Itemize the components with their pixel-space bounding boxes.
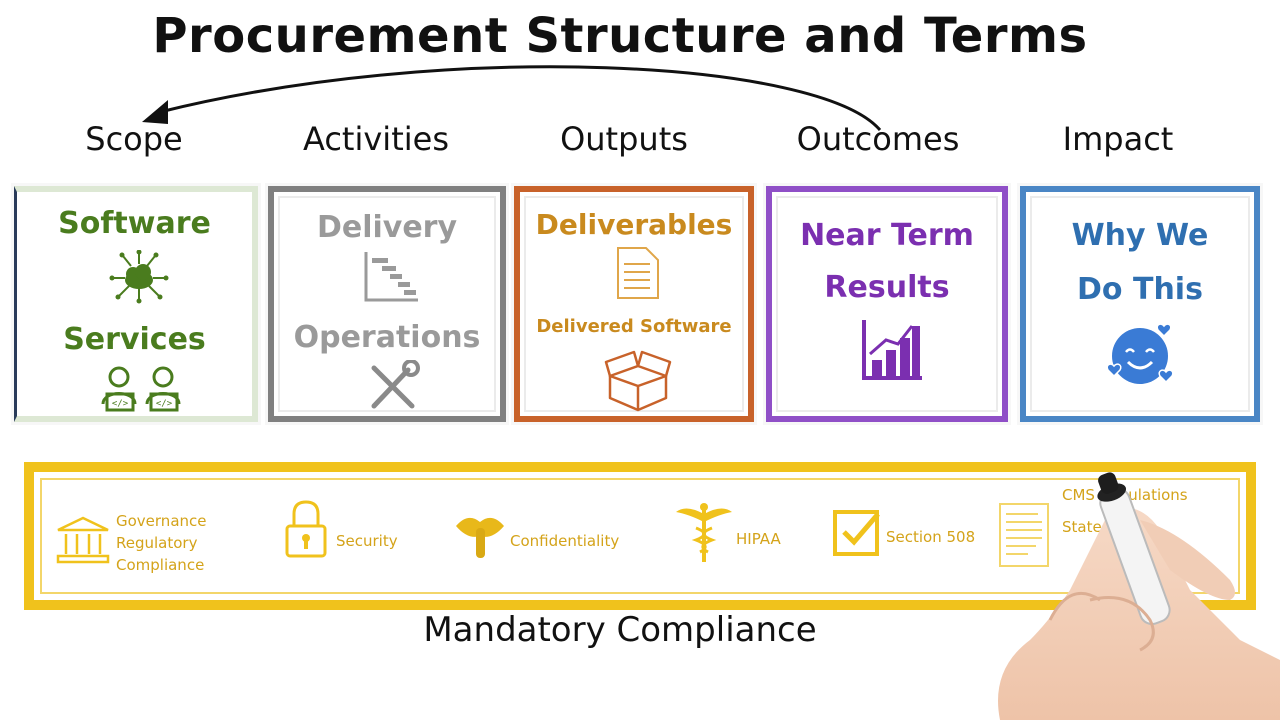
padlock-icon: [285, 500, 327, 558]
state-text: State: [1062, 518, 1102, 536]
scope-box: Software Services </> </>: [14, 186, 258, 422]
gantt-chart-icon: [364, 252, 418, 302]
footer-label: Mandatory Compliance: [423, 610, 817, 650]
developers-icon: </> </>: [101, 366, 181, 412]
hand-with-marker-icon: [998, 472, 1280, 720]
activities-operations-label: Operations: [293, 320, 481, 355]
outcomes-near-term-label: Near Term: [800, 218, 974, 253]
outcomes-box: Near Term Results: [766, 186, 1008, 422]
header-outcomes: Outcomes: [796, 120, 960, 158]
hipaa-text: HIPAA: [736, 530, 781, 548]
impact-box: Why We Do This: [1020, 186, 1260, 422]
curved-arrow: [142, 65, 882, 131]
caduceus-icon: [676, 503, 732, 562]
bank-building-icon: [56, 516, 110, 564]
section-508-text: Section 508: [886, 528, 976, 546]
bar-chart-icon: [862, 320, 922, 380]
column-headers: Scope Activities Outputs Outcomes Impact: [0, 120, 1280, 170]
security-text: Security: [336, 532, 398, 550]
open-box-icon: [604, 350, 672, 412]
outputs-deliverables-label: Deliverables: [535, 208, 733, 241]
impact-do-this-label: Do This: [1077, 272, 1203, 307]
header-scope: Scope: [85, 120, 183, 158]
header-activities: Activities: [303, 120, 449, 158]
smiling-face-hearts-icon: [1106, 323, 1174, 384]
state-document-icon: [999, 503, 1049, 567]
scope-services-label: Services: [63, 322, 206, 357]
header-outputs: Outputs: [560, 120, 688, 158]
header-impact: Impact: [1062, 120, 1174, 158]
activities-box: Delivery Operations: [268, 186, 506, 422]
outputs-box: Deliverables Delivered Software: [514, 186, 754, 422]
svg-text:</>: </>: [156, 399, 173, 409]
cloud-network-icon: [109, 250, 169, 304]
outcomes-results-label: Results: [824, 270, 950, 305]
outputs-delivered-software-label: Delivered Software: [536, 316, 732, 337]
impact-why-we-label: Why We: [1071, 218, 1209, 253]
tools-icon: [371, 360, 420, 409]
checkbox-icon: [833, 510, 880, 556]
svg-text:</>: </>: [112, 399, 129, 409]
scope-software-label: Software: [58, 206, 211, 241]
governance-text: Governance Regulatory Compliance: [116, 512, 207, 574]
document-icon: [617, 247, 659, 299]
lips-icon: [456, 517, 504, 558]
page-title: Procurement Structure and Terms: [152, 8, 1088, 64]
confidentiality-text: Confidentiality: [510, 532, 620, 550]
activities-delivery-label: Delivery: [316, 210, 458, 245]
compliance-band: Governance Regulatory Compliance Securit…: [24, 462, 1256, 610]
